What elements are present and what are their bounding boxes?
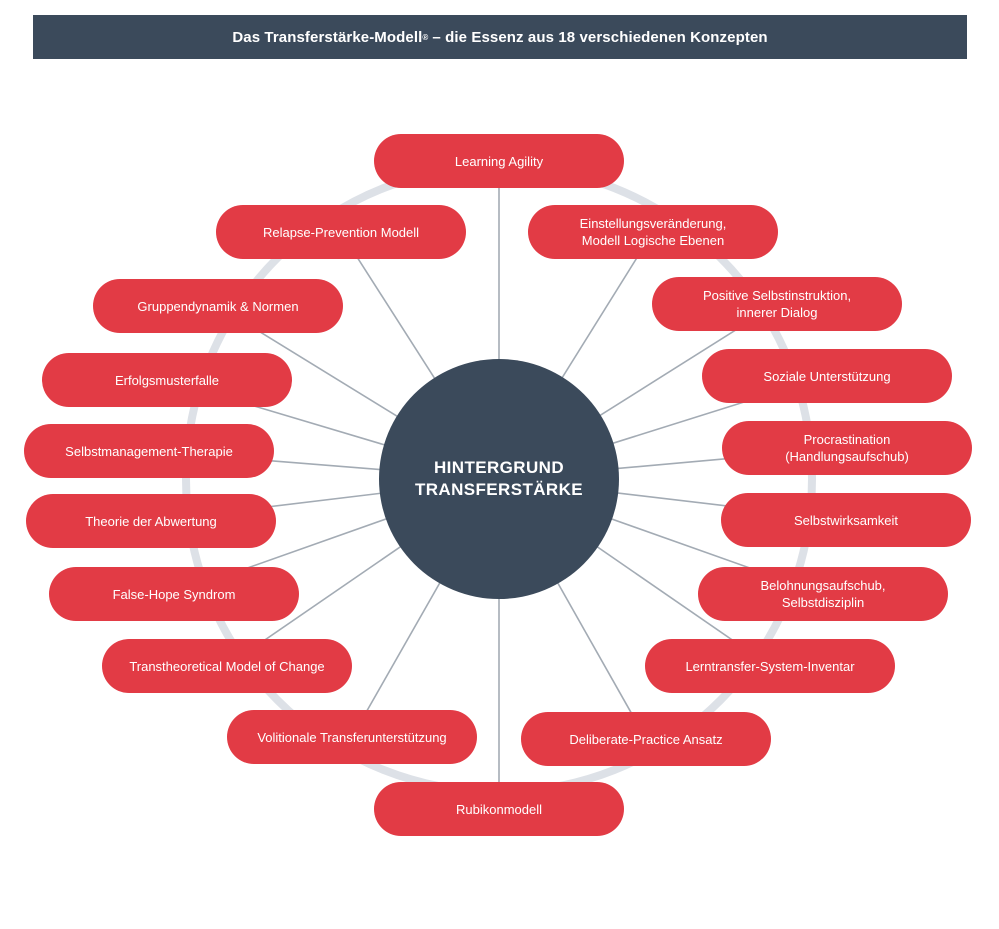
concept-lerntransfer-system-inventar: Lerntransfer-System-Inventar	[645, 639, 895, 693]
concept-false-hope-syndrom: False-Hope Syndrom	[49, 567, 299, 621]
concept-label: Rubikonmodell	[456, 801, 542, 817]
concept-label: Belohnungsaufschub,	[760, 578, 886, 593]
title-main: Das Transferstärke-Modell	[232, 28, 423, 46]
concept-label-line2: (Handlungsaufschub)	[785, 449, 909, 464]
concept-label: Volitionale Transferunterstützung	[257, 729, 447, 745]
title-rest: – die Essenz aus 18 verschiedenen Konzep…	[432, 28, 768, 46]
concept-label: Theorie der Abwertung	[85, 513, 217, 529]
concept-label: Gruppendynamik & Normen	[137, 298, 299, 314]
concept-label: Transtheoretical Model of Change	[129, 658, 325, 674]
concept-transtheoretical-model: Transtheoretical Model of Change	[102, 639, 352, 693]
concept-deliberate-practice: Deliberate-Practice Ansatz	[521, 712, 771, 766]
concept-einstellungsveraenderung: Einstellungsveränderung, Modell Logische…	[528, 205, 778, 259]
concept-label: Positive Selbstinstruktion,	[702, 288, 852, 303]
concept-label: Deliberate-Practice Ansatz	[569, 731, 723, 747]
concept-gruppendynamik-normen: Gruppendynamik & Normen	[93, 279, 343, 333]
concept-label: Relapse-Prevention Modell	[262, 224, 420, 240]
concept-label-line2: Modell Logische Ebenen	[581, 233, 725, 248]
concept-label: Soziale Unterstützung	[763, 368, 891, 384]
title-banner: Das Transferstärke-Modell®– die Essenz a…	[33, 15, 967, 59]
concept-label: Erfolgsmusterfalle	[114, 372, 220, 388]
concept-label: Selbstwirksamkeit	[793, 512, 899, 528]
concept-label: Selbstmanagement-Therapie	[65, 443, 233, 459]
central-node-line2: TRANSFERSTÄRKE	[414, 480, 584, 499]
concept-soziale-unterstuetzung: Soziale Unterstützung	[702, 349, 952, 403]
central-node-line1: HINTERGRUND	[433, 458, 564, 477]
concept-label-line2: innerer Dialog	[736, 305, 818, 320]
central-node: HINTERGRUND TRANSFERSTÄRKE	[379, 359, 619, 599]
concept-label: Einstellungsveränderung,	[579, 216, 727, 231]
concept-selbstwirksamkeit: Selbstwirksamkeit	[721, 493, 971, 547]
concept-learning-agility: Learning Agility	[374, 134, 624, 188]
concept-procrastination: Procrastination (Handlungsaufschub)	[722, 421, 972, 475]
concept-belohnungsaufschub: Belohnungsaufschub, Selbstdisziplin	[698, 567, 948, 621]
concept-label-line2: Selbstdisziplin	[781, 595, 865, 610]
concept-erfolgsmusterfalle: Erfolgsmusterfalle	[42, 353, 292, 407]
concept-label: False-Hope Syndrom	[112, 586, 236, 602]
concept-rubikonmodell: Rubikonmodell	[374, 782, 624, 836]
concept-label: Learning Agility	[454, 153, 544, 169]
concept-selbstmanagement-therapie: Selbstmanagement-Therapie	[24, 424, 274, 478]
concept-label: Procrastination	[803, 432, 891, 447]
concept-label: Lerntransfer-System-Inventar	[685, 658, 855, 674]
concept-positive-selbstinstruktion: Positive Selbstinstruktion, innerer Dial…	[652, 277, 902, 331]
registered-mark: ®	[422, 32, 429, 42]
concept-volitionale-transferunterstuetzung: Volitionale Transferunterstützung	[227, 710, 477, 764]
concept-theorie-der-abwertung: Theorie der Abwertung	[26, 494, 276, 548]
concept-relapse-prevention: Relapse-Prevention Modell	[216, 205, 466, 259]
